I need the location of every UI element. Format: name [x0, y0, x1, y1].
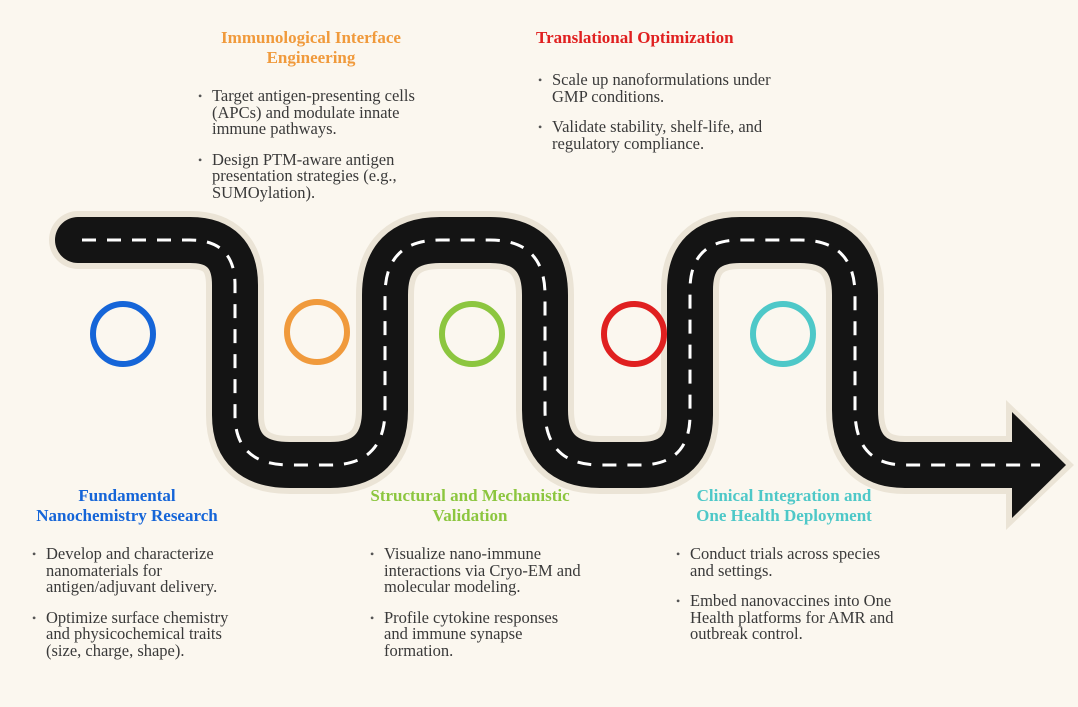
stage-structural: Structural and Mechanistic Validation Vi…: [350, 486, 590, 659]
stage-title: Translational Optimization: [526, 28, 766, 48]
bullet-item: Develop and characterize nanomaterials f…: [30, 545, 266, 596]
stage-marker-immunological: [284, 299, 350, 365]
bullet-item: Conduct trials across species and settin…: [674, 545, 890, 579]
stage-marker-clinical: [750, 301, 816, 367]
bullet-item: Target antigen-presenting cells (APCs) a…: [196, 87, 440, 138]
bullet-item: Optimize surface chemistry and physicoch…: [30, 609, 246, 660]
stage-title: Structural and Mechanistic Validation: [350, 486, 590, 526]
bullet-list: Target antigen-presenting cells (APCs) a…: [196, 87, 436, 201]
bullet-item: Validate stability, shelf-life, and regu…: [536, 118, 784, 152]
stage-immunological: Immunological Interface Engineering Targ…: [196, 28, 436, 201]
stage-title-line: Fundamental: [78, 486, 176, 505]
stage-marker-fundamental: [90, 301, 156, 367]
bullet-list: Conduct trials across species and settin…: [664, 545, 904, 643]
stage-title-line: Translational Optimization: [536, 28, 734, 47]
stage-title-line: Validation: [432, 506, 508, 525]
stage-title-line: Nanochemistry Research: [36, 506, 218, 525]
stage-title-line: Structural and Mechanistic: [370, 486, 570, 505]
bullet-item: Profile cytokine responses and immune sy…: [368, 609, 584, 660]
stage-marker-structural: [439, 301, 505, 367]
stage-marker-translational: [601, 301, 667, 367]
stage-fundamental: Fundamental Nanochemistry Research Devel…: [22, 486, 262, 659]
bullet-list: Visualize nano-immune interactions via C…: [350, 545, 590, 660]
bullet-list: Develop and characterize nanomaterials f…: [22, 545, 262, 660]
stage-title-line: Clinical Integration and: [696, 486, 872, 505]
bullet-item: Visualize nano-immune interactions via C…: [368, 545, 594, 596]
lane-markings: [82, 238, 1040, 467]
stage-translational: Translational Optimization Scale up nano…: [526, 28, 776, 152]
stage-title-line: Immunological Interface: [221, 28, 401, 47]
stage-title: Clinical Integration and One Health Depl…: [664, 486, 904, 526]
bullet-item: Design PTM-aware antigen presentation st…: [196, 151, 440, 202]
stage-clinical: Clinical Integration and One Health Depl…: [664, 486, 904, 643]
bullet-item: Scale up nanoformulations under GMP cond…: [536, 71, 784, 105]
stage-title-line: One Health Deployment: [696, 506, 872, 525]
bullet-item: Embed nanovaccines into One Health platf…: [674, 592, 912, 643]
bullet-list: Scale up nanoformulations under GMP cond…: [526, 71, 776, 152]
stage-title: Immunological Interface Engineering: [196, 28, 426, 68]
stage-title: Fundamental Nanochemistry Research: [22, 486, 232, 526]
stage-title-line: Engineering: [266, 48, 356, 67]
